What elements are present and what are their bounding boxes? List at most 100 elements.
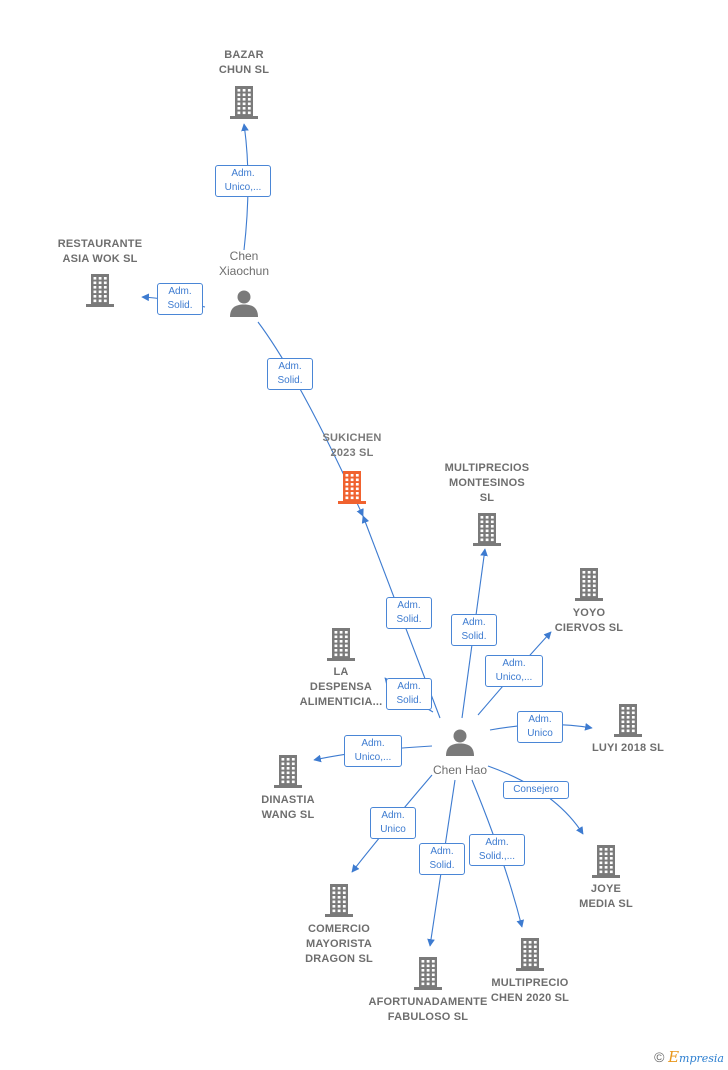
role-text: Unico,... (495, 672, 533, 683)
node-la-despensa[interactable] (324, 626, 358, 667)
role-badge[interactable]: Adm. Unico (370, 807, 416, 839)
building-icon (614, 704, 642, 737)
role-text: Solid. (429, 860, 455, 871)
role-badge[interactable]: Adm. Unico,... (485, 655, 543, 687)
role-badge[interactable]: Adm.Unico,... (215, 165, 271, 197)
node-multiprecios[interactable] (470, 511, 504, 552)
node-label-line: MEDIA SL (579, 898, 633, 910)
role-text: Adm. (397, 600, 421, 611)
role-text: Consejero (513, 784, 559, 795)
role-badge[interactable]: Adm.Solid. (386, 678, 432, 710)
building-icon (414, 957, 442, 990)
node-comercio[interactable] (322, 882, 356, 923)
node-label-line: ASIA WOK SL (62, 253, 138, 265)
building-icon (274, 755, 302, 788)
role-text: Unico (380, 824, 406, 835)
role-text: Adm. (485, 837, 509, 848)
role-text: Unico (527, 728, 553, 739)
node-chen-hao[interactable] (445, 727, 475, 762)
role-text: Adm. (462, 617, 486, 628)
building-icon (327, 628, 355, 661)
node-label-comercio[interactable]: COMERCIO MAYORISTA DRAGON SL (305, 922, 373, 967)
node-label-line: DINASTIA (261, 794, 315, 806)
node-label-line: JOYE (590, 883, 622, 895)
node-label-line: AFORTUNADAMENTE (368, 996, 488, 1008)
node-label-line: ALIMENTICIA... (299, 696, 383, 708)
edge-chen-hao-to-joye (487, 765, 584, 835)
node-label-chen-hao[interactable]: Chen Hao (433, 763, 487, 778)
role-text: Solid. (167, 300, 193, 311)
node-label-multiprecio-chen[interactable]: MULTIPRECIO CHEN 2020 SL (491, 976, 569, 1006)
node-dinastia[interactable] (271, 753, 305, 794)
person-icon (446, 729, 474, 756)
node-label-line: Chen (229, 249, 259, 263)
role-text: Adm. (502, 658, 526, 669)
building-icon (338, 471, 366, 504)
node-label-line: MULTIPRECIO (491, 977, 569, 989)
node-label-line: CHEN 2020 SL (490, 992, 570, 1004)
node-label-line: LA (333, 666, 349, 678)
role-badge[interactable]: Adm.Solid. (157, 283, 203, 315)
role-text: Unico,... (354, 752, 392, 763)
node-label-line: MULTIPRECIOS (444, 462, 530, 474)
role-badge[interactable]: Consejero (503, 781, 569, 799)
node-label-luyi[interactable]: LUYI 2018 SL (592, 741, 664, 756)
role-text: Adm. (381, 810, 405, 821)
node-label-joye[interactable]: JOYE MEDIA SL (579, 882, 633, 912)
node-restaurante[interactable] (83, 272, 117, 313)
role-text: Adm. (278, 361, 302, 372)
building-icon (592, 845, 620, 878)
role-text: Solid.,... (478, 851, 516, 862)
node-label-line: BAZAR (224, 49, 264, 61)
node-label-line: COMERCIO (307, 923, 371, 935)
node-label-line: MAYORISTA (306, 938, 372, 950)
building-icon (325, 884, 353, 917)
node-sukichen[interactable] (335, 469, 369, 510)
building-icon (473, 513, 501, 546)
role-text: Solid. (277, 375, 303, 386)
node-afortunadamente[interactable] (411, 955, 445, 996)
role-text: Adm. (397, 681, 421, 692)
copyright-symbol: © (654, 1049, 665, 1065)
role-badge[interactable]: Adm. Unico,... (344, 735, 402, 767)
role-badge[interactable]: Adm. Solid. (267, 358, 313, 390)
node-label-line: 2023 SL (330, 447, 374, 459)
node-luyi[interactable] (611, 702, 645, 743)
node-label-line: SUKICHEN (322, 432, 382, 444)
node-multiprecio-chen[interactable] (513, 936, 547, 977)
role-badge[interactable]: Adm. Solid. (386, 597, 432, 629)
node-chen-xiaochun[interactable] (229, 288, 259, 323)
node-label-line: CHUN SL (218, 64, 270, 76)
node-label-line: WANG SL (261, 809, 315, 821)
role-badge[interactable]: Adm. Solid. (451, 614, 497, 646)
footer-brand: © Empresia (654, 1048, 724, 1066)
role-text: Solid. (396, 614, 422, 625)
node-label-dinastia[interactable]: DINASTIA WANG SL (261, 793, 315, 823)
node-label-line: CIERVOS SL (554, 622, 624, 634)
role-text: Adm. (528, 714, 552, 725)
building-icon (575, 568, 603, 601)
node-yoyo[interactable] (572, 566, 606, 607)
brand-initial: E (668, 1048, 680, 1066)
node-label-line: SL (479, 492, 495, 504)
node-bazar[interactable] (227, 84, 261, 125)
node-label-sukichen[interactable]: SUKICHEN 2023 SL (322, 431, 381, 461)
node-joye[interactable] (589, 843, 623, 884)
building-icon (230, 86, 258, 119)
person-icon (230, 290, 258, 317)
role-text: Solid. (461, 631, 487, 642)
node-label-line: LUYI 2018 SL (591, 742, 665, 754)
node-label-bazar[interactable]: BAZAR CHUN SL (219, 48, 269, 78)
role-text: Adm. (361, 738, 385, 749)
node-label-line: DRAGON SL (305, 953, 373, 965)
role-badge[interactable]: Adm. Solid.,... (469, 834, 525, 866)
role-text: Unico,... (224, 182, 262, 193)
role-badge[interactable]: Adm. Unico (517, 711, 563, 743)
role-badge[interactable]: Adm.Solid. (419, 843, 465, 875)
